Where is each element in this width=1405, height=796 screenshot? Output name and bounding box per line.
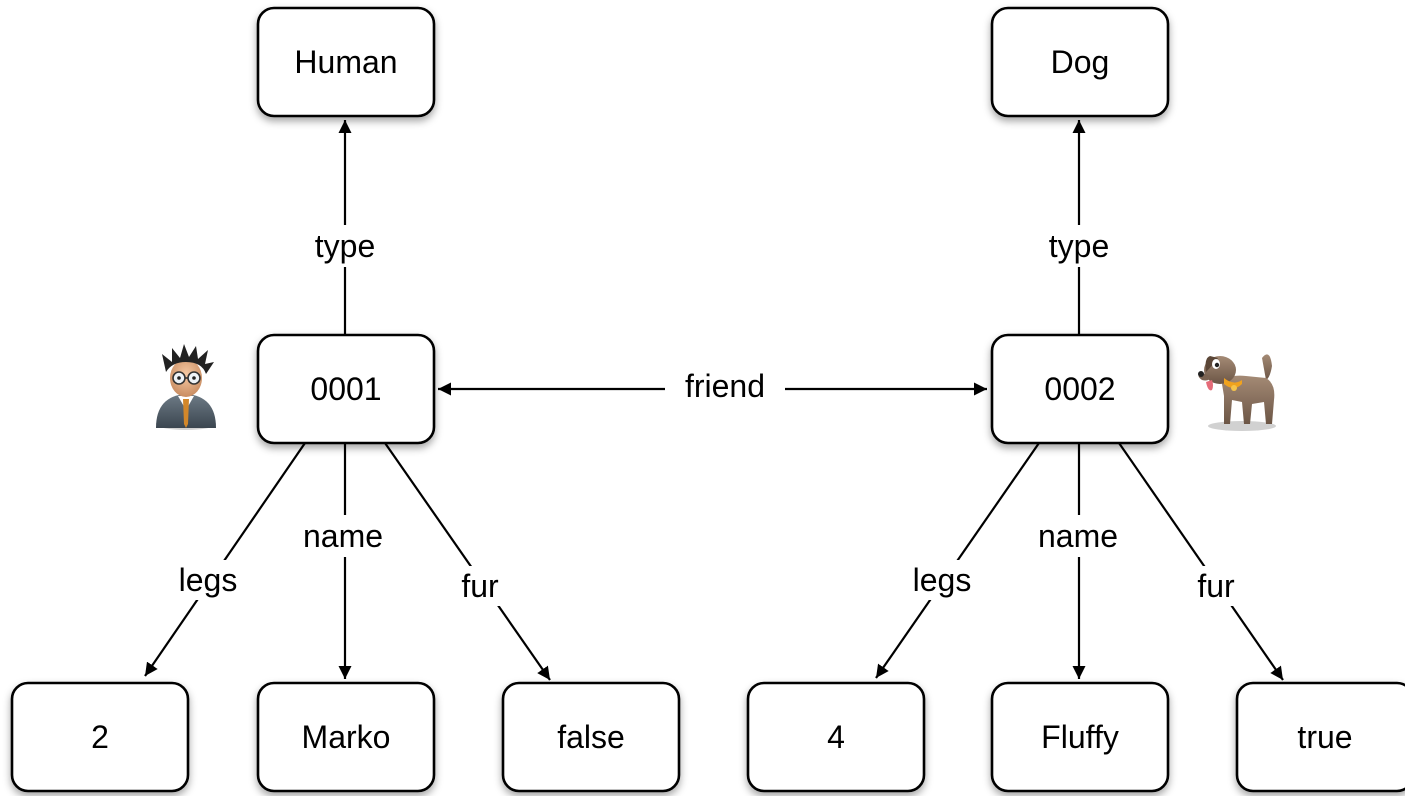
edge-type: type: [303, 120, 387, 335]
person-icon: [156, 344, 216, 430]
edge-line: [1118, 442, 1284, 681]
edge-label: type: [315, 228, 375, 264]
edge-label-background: [1037, 225, 1121, 267]
edge-label: friend: [685, 368, 765, 404]
node-box: [256, 681, 436, 793]
node-label: 4: [827, 719, 845, 755]
edge-label-background: [293, 515, 393, 557]
node-v1: 0001: [256, 333, 436, 445]
edge-label-background: [303, 225, 387, 267]
edge-legs: legs: [875, 442, 1040, 679]
edge-type: type: [1037, 120, 1121, 335]
edge-label: fur: [461, 568, 499, 604]
edge-label-background: [665, 365, 785, 407]
node-label: false: [557, 719, 625, 755]
edge-label-background: [1188, 566, 1244, 606]
edge-name: name: [1028, 443, 1128, 679]
dog-icon: [1198, 354, 1276, 431]
node-label: 0002: [1044, 371, 1115, 407]
node-label: 0001: [310, 371, 381, 407]
node-box: [256, 6, 436, 118]
node-box: [1235, 681, 1405, 793]
node-v2-legs: 4: [746, 681, 926, 793]
node-label: Human: [294, 44, 397, 80]
edge-label: name: [1038, 518, 1118, 554]
edge-friend: friend: [438, 365, 987, 407]
edge-label: name: [303, 518, 383, 554]
node-box: [501, 681, 681, 793]
edge-name: name: [293, 443, 393, 679]
node-box: [10, 681, 190, 793]
node-label: Marko: [302, 719, 391, 755]
node-dog: Dog: [990, 6, 1170, 118]
node-label: Fluffy: [1041, 719, 1119, 755]
node-v1-name: Marko: [256, 681, 436, 793]
node-human: Human: [256, 6, 436, 118]
edge-label-background: [1028, 515, 1128, 557]
edge-label-background: [904, 560, 980, 600]
edge-label: legs: [913, 562, 972, 598]
node-box: [990, 333, 1170, 445]
edge-legs: legs: [144, 442, 306, 677]
edge-label: type: [1049, 228, 1109, 264]
node-label: 2: [91, 719, 109, 755]
node-label: Dog: [1051, 44, 1110, 80]
node-v2-fur: true: [1235, 681, 1405, 793]
node-box: [990, 681, 1170, 793]
edge-line: [384, 442, 551, 681]
node-v1-fur: false: [501, 681, 681, 793]
edge-line: [144, 442, 306, 677]
node-v1-legs: 2: [10, 681, 190, 793]
edge-label-background: [170, 560, 246, 600]
edge-fur: fur: [1118, 442, 1284, 681]
node-v2: 0002: [990, 333, 1170, 445]
node-box: [256, 333, 436, 445]
node-box: [990, 6, 1170, 118]
edge-label: fur: [1197, 568, 1235, 604]
node-box: [746, 681, 926, 793]
edge-fur: fur: [384, 442, 551, 681]
edge-label: legs: [179, 562, 238, 598]
node-v2-name: Fluffy: [990, 681, 1170, 793]
node-label: true: [1297, 719, 1352, 755]
edge-label-background: [452, 566, 508, 606]
